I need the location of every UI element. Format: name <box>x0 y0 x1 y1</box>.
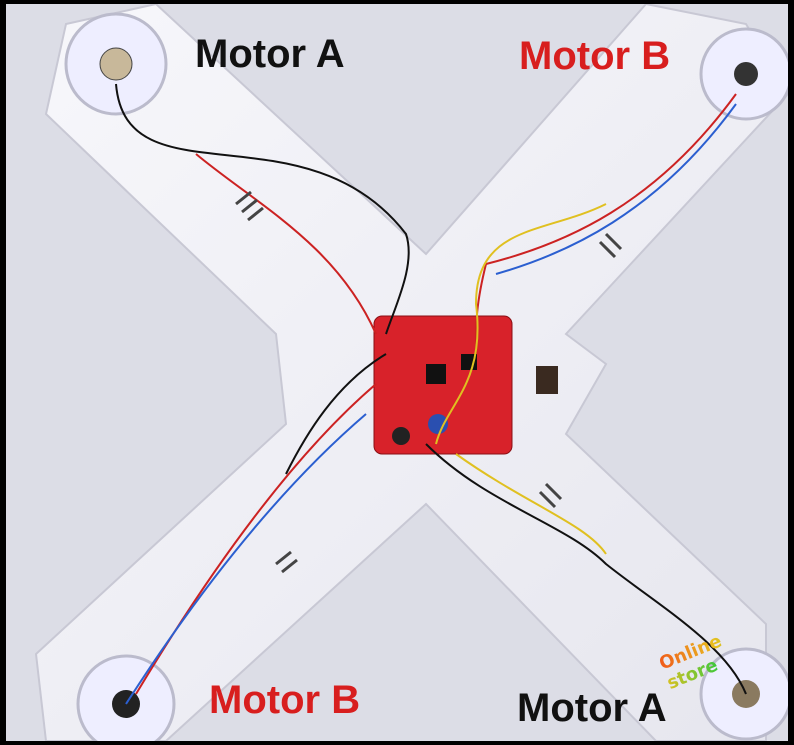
photo-background <box>6 2 793 745</box>
wires <box>115 83 747 705</box>
drone-frame-illustration <box>34 2 793 745</box>
motor-a-label-bottom-right: Motor A <box>517 686 667 730</box>
vent-slots <box>235 190 623 574</box>
motor-hubs <box>64 12 793 745</box>
motor-a-label-top-left: Motor A <box>195 32 345 76</box>
motor-b-label-bottom-left: Motor B <box>209 678 361 722</box>
motor-b-label-top-right: Motor B <box>519 34 671 78</box>
flight-controller-pcb <box>373 315 558 455</box>
